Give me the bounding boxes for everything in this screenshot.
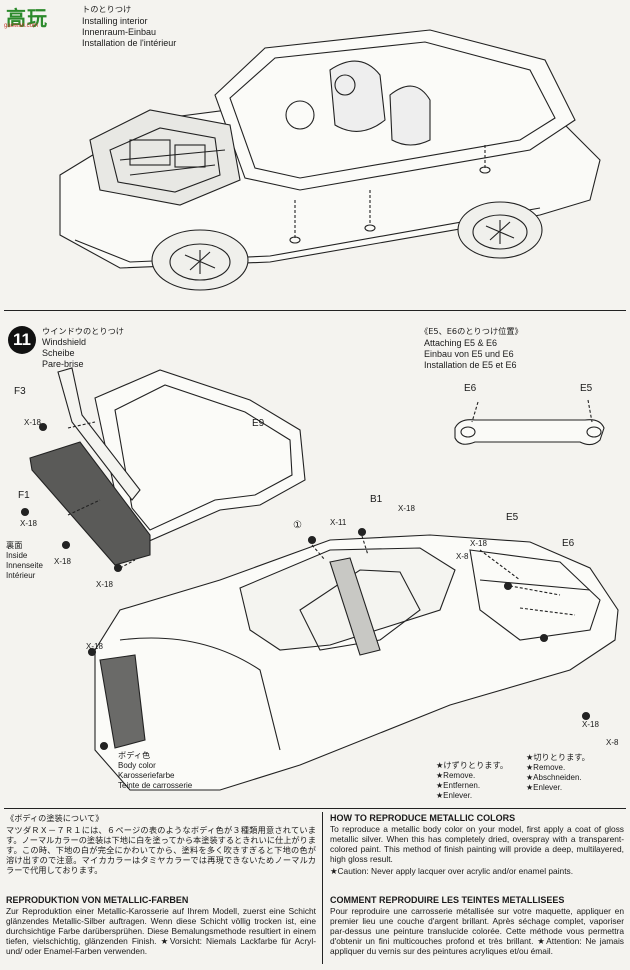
painting-fr-text: Pour reproduire une carrosserie métallis…	[330, 906, 624, 956]
painting-fr-heading: COMMENT REPRODUIRE LES TEINTES METALLISE…	[330, 895, 565, 905]
screw-x18-b1: X-18	[398, 504, 415, 513]
remove-note-fr: ★Enlever.	[436, 791, 473, 800]
step11-line-de: Scheibe	[42, 348, 75, 358]
step11-line-en: Windshield	[42, 337, 87, 347]
inset-label-e6: E6	[464, 383, 477, 394]
remove-note-en: ★Remove.	[436, 771, 476, 780]
interior-line-de: Innenraum-Einbau	[82, 27, 157, 37]
section-divider-top	[4, 310, 626, 311]
step11-heading-jp: ウインドウのとりつけ	[42, 326, 124, 336]
inset-label-e5: E5	[580, 383, 593, 394]
screw-x11: X-11	[330, 518, 347, 527]
cut-note-de: ★Abschneiden.	[526, 773, 582, 782]
remove-note-de: ★Entfernen.	[436, 781, 481, 790]
inset-line-de: Einbau von E5 und E6	[424, 349, 514, 359]
step-number-badge: 11	[8, 326, 36, 354]
windshield-installation-drawing	[20, 367, 619, 791]
painting-jp-text: マツダＲＸ－７Ｒ１には、６ページの表のようなボディ色が３種類用意されています。ノ…	[6, 825, 316, 875]
cut-note-jp: ★切りとります。	[526, 752, 590, 762]
part-label-f1: F1	[18, 490, 30, 501]
site-logo: 高玩 gaowan.com	[2, 2, 80, 30]
interior-heading-jp: トのとりつけ	[82, 4, 132, 14]
inside-label-jp: 裏面	[6, 540, 23, 550]
part-label-f3: F3	[14, 386, 26, 397]
step11-line-fr: Pare-brise	[42, 359, 84, 369]
screw-x8-bottom: X-8	[606, 738, 619, 747]
part-label-e6: E6	[562, 538, 575, 549]
column-divider	[322, 812, 323, 964]
painting-jp-heading: 《ボディの塗装について》	[6, 813, 104, 823]
painting-en-text: To reproduce a metallic body color on yo…	[330, 824, 624, 864]
interior-line-en: Installing interior	[82, 16, 148, 26]
screw-x8-top: X-8	[456, 552, 469, 561]
screw-x18-lower: X-18	[96, 580, 113, 589]
painting-de-text: Zur Reproduktion einer Metallic-Karosser…	[6, 906, 316, 956]
body-color-fr: Teinte de carrosserie	[118, 781, 193, 790]
screw-x18-front: X-18	[86, 642, 103, 651]
painting-de-heading: REPRODUKTION VON METALLIC-FARBEN	[6, 895, 189, 905]
body-color-de: Karosseriefarbe	[118, 771, 175, 780]
remove-note-jp: ★けずりとります。	[436, 760, 509, 770]
painting-en-caution: ★Caution: Never apply lacquer over acryl…	[330, 866, 574, 876]
step-marker-1: ①	[293, 520, 302, 531]
painting-en-heading: HOW TO REPRODUCE METALLIC COLORS	[330, 813, 516, 823]
screw-x18-f3: X-18	[24, 418, 41, 427]
inside-label-fr: Intérieur	[6, 571, 36, 580]
section-divider-bottom	[4, 808, 626, 809]
part-label-e5: E5	[506, 512, 519, 523]
cut-note-fr: ★Enlever.	[526, 783, 563, 792]
screw-x18-inside: X-18	[54, 557, 71, 566]
inset-line-fr: Installation de E5 et E6	[424, 360, 517, 370]
logo-brand: 高玩	[6, 6, 48, 30]
body-color-jp: ボディ色	[118, 750, 151, 760]
interior-line-fr: Installation de l'intérieur	[82, 38, 177, 48]
part-label-e9: E9	[252, 418, 265, 429]
inside-label-en: Inside	[6, 551, 28, 560]
screw-x18-rear: X-18	[582, 720, 599, 729]
interior-installation-drawing	[59, 29, 601, 291]
logo-url: gaowan.com	[4, 23, 39, 29]
body-color-en: Body color	[118, 761, 156, 770]
part-label-b1: B1	[370, 494, 383, 505]
screw-x18-e5: X-18	[470, 539, 487, 548]
inset-heading-jp: 《E5、E6のとりつけ位置》	[420, 326, 523, 336]
cut-note-en: ★Remove.	[526, 763, 566, 772]
inset-line-en: Attaching E5 & E6	[424, 338, 498, 348]
screw-x18-f1: X-18	[20, 519, 37, 528]
inside-label-de: Innenseite	[6, 561, 43, 570]
